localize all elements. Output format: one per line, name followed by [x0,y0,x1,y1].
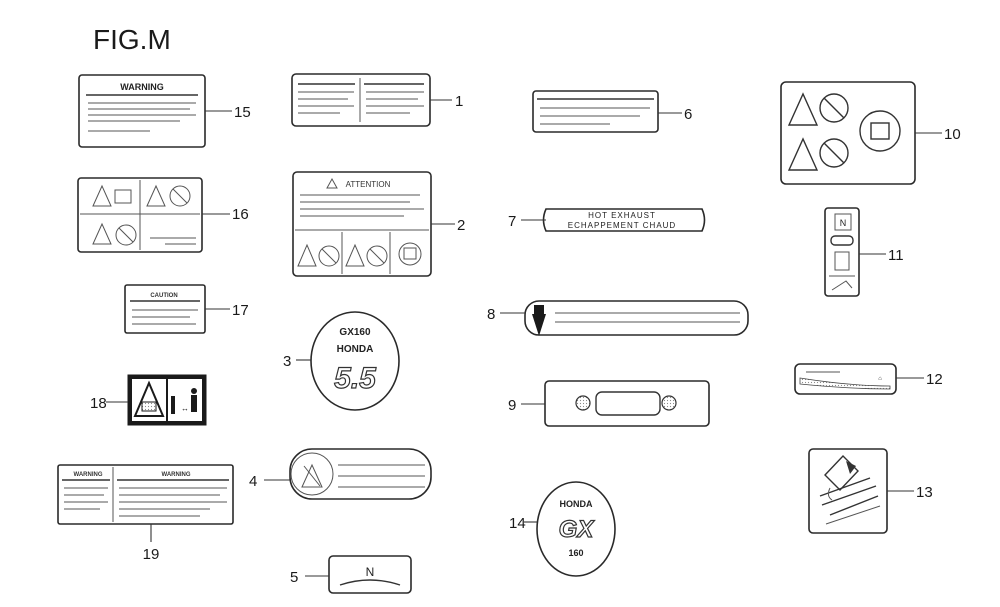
callout-5: 5 [290,569,298,586]
label-13[interactable] [808,448,914,534]
label-2-header: ATTENTION [346,180,391,189]
indicator-icon [661,395,677,411]
label-5-mark: N [366,565,375,579]
label-14-big: GX [559,516,596,543]
callout-17: 17 [232,302,249,319]
label-12[interactable]: ⌂ [794,363,924,395]
label-10[interactable] [780,81,942,185]
label-9[interactable] [521,380,710,427]
callout-15: 15 [234,104,251,121]
prohibited-icon [819,93,849,123]
svg-text:↔: ↔ [181,404,189,413]
label-17-header: CAUTION [150,293,177,299]
fuel-can-icon [824,454,859,492]
warning-triangle-icon [787,92,819,126]
warning-triangle-icon [146,184,166,207]
label-16[interactable] [77,177,230,253]
prohibited-icon [169,185,191,207]
warning-triangle-icon [787,137,819,171]
label-7[interactable]: HOT EXHAUST ECHAPPEMENT CHAUD [521,208,706,232]
prohibited-icon [115,224,137,246]
callout-7: 7 [508,213,516,230]
label-3-big: 5.5 [334,362,377,395]
warning-triangle-icon [133,380,165,417]
callout-3: 3 [283,353,291,370]
label-8[interactable] [500,300,749,336]
callout-11: 11 [888,247,904,264]
prohibited-icon [318,245,340,267]
callout-18: 18 [90,395,107,412]
callout-6: 6 [684,106,692,123]
figure-title: FIG.M [93,24,171,55]
label-19-header-right: WARNING [162,472,191,478]
label-3[interactable]: GX160 HONDA 5.5 [296,311,400,411]
book-icon [398,242,422,266]
book-icon [859,110,901,152]
fire-warning-icon [301,463,323,488]
label-15-header: WARNING [120,82,164,92]
label-11[interactable]: N [824,207,886,297]
label-3-line2: HONDA [337,344,374,355]
callout-19: 19 [143,546,160,563]
label-7-line2: ECHAPPEMENT CHAUD [568,221,676,230]
prohibited-icon [819,138,849,168]
label-18[interactable]: ↔ [106,374,207,426]
label-19[interactable]: WARNING WARNING [57,464,234,542]
label-1[interactable] [291,73,452,127]
warning-triangle-icon [92,184,112,207]
warning-triangle-icon [345,243,365,267]
callout-12: 12 [926,371,943,388]
callout-10: 10 [944,126,961,143]
callout-4: 4 [249,473,257,490]
label-2[interactable]: ATTENTION [292,171,455,277]
indicator-icon [575,395,591,411]
callout-2: 2 [457,217,465,234]
label-3-line1: GX160 [339,327,371,338]
callout-13: 13 [916,484,933,501]
label-11-mark: N [840,218,847,228]
prohibited-icon [366,245,388,267]
manual-icon [114,189,132,204]
label-4[interactable] [264,448,432,500]
label-17[interactable]: CAUTION [124,284,230,334]
warning-triangle-icon [297,243,317,267]
callout-8: 8 [487,306,495,323]
label-5[interactable]: N [305,555,412,594]
callout-1: 1 [455,93,463,110]
label-14-line3: 160 [568,548,583,558]
person-icon [191,388,197,394]
callout-9: 9 [508,397,516,414]
label-7-line1: HOT EXHAUST [588,211,656,220]
warning-triangle-icon [92,222,112,245]
callout-14: 14 [509,515,526,532]
label-19-header-left: WARNING [74,472,103,478]
callout-16: 16 [232,206,249,223]
label-14[interactable]: HONDA GX 160 [524,481,616,577]
arrow-down-icon [532,314,546,336]
label-14-line1: HONDA [560,499,593,509]
svg-text:⌂: ⌂ [878,376,882,382]
label-6[interactable] [532,90,682,133]
label-15[interactable]: WARNING [78,74,232,148]
